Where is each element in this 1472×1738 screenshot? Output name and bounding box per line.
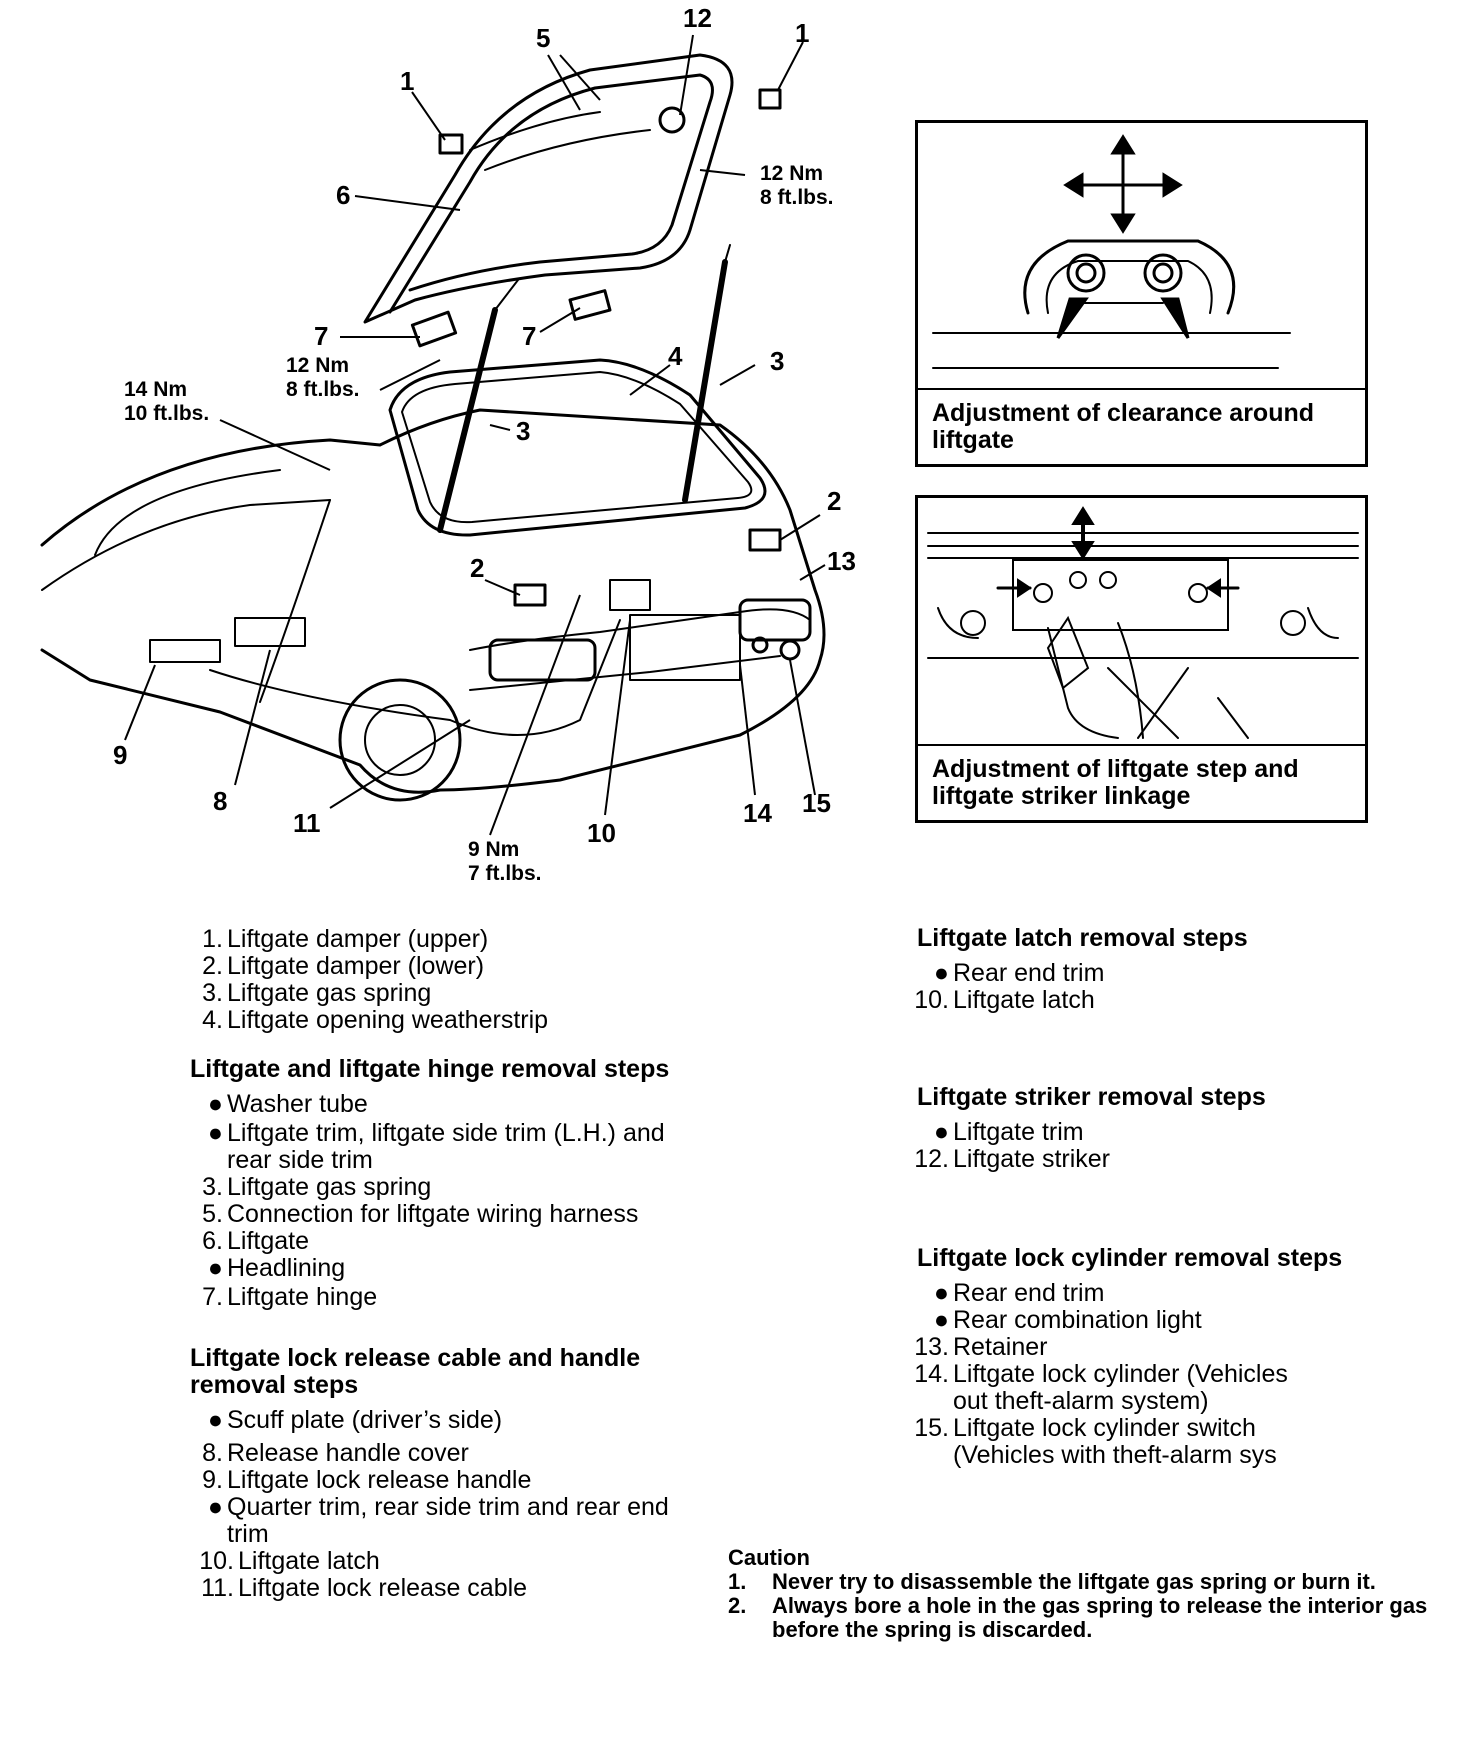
list-item: 15.Liftgate lock cylinder switch (Vehicl… (914, 1414, 1277, 1469)
list-item: ●Rear end trim (933, 959, 1105, 987)
list-item: ●Scuff plate (driver’s side) (207, 1406, 503, 1434)
callout-3-mid: 3 (516, 416, 531, 446)
cable-removal-steps: ●Scuff plate (driver’s side) 8.Release h… (190, 1407, 690, 1602)
torque-hinge-top: 12 Nm 8 ft.lbs. (760, 162, 834, 209)
list-item: ●Rear combination light (933, 1306, 1202, 1334)
callout-3-right: 3 (770, 346, 785, 376)
list-item: ●Quarter trim, rear side trim and rear e… (207, 1493, 669, 1548)
list-item: 3.Liftgate gas spring (202, 1173, 432, 1201)
list-item: 1.Liftgate damper (upper) (202, 925, 489, 953)
torque-latch: 9 Nm 7 ft.lbs. (468, 838, 542, 885)
parts-list: 1.Liftgate damper (upper) 2.Liftgate dam… (190, 926, 690, 1034)
callout-8: 8 (213, 786, 228, 816)
hinge-left (410, 310, 458, 348)
rear-wheel (338, 678, 462, 802)
list-item: 11.Liftgate lock release cable (201, 1574, 528, 1602)
caution-box: Caution 1.Never try to disassemble the l… (728, 1546, 1428, 1642)
release-handle (149, 639, 221, 663)
list-item: 6.Liftgate (202, 1227, 310, 1255)
list-item: 2.Liftgate damper (lower) (202, 952, 485, 980)
weatherstrip (388, 358, 767, 537)
list-item: 10.Liftgate latch (199, 1547, 380, 1575)
list-item: ●Washer tube (207, 1090, 368, 1118)
inset-striker-adjustment: Adjustment of liftgate step and liftgate… (915, 495, 1368, 823)
damper-upper-left (438, 133, 464, 155)
list-item: 5.Connection for liftgate wiring harness (202, 1200, 639, 1228)
damper-upper-right (758, 88, 782, 110)
caution-item: 2.Always bore a hole in the gas spring t… (728, 1593, 1428, 1642)
callout-7-right: 7 (522, 321, 537, 351)
callout-13: 13 (827, 546, 856, 576)
torque-gas-spring: 14 Nm 10 ft.lbs. (124, 378, 210, 425)
list-item: 3.Liftgate gas spring (202, 979, 432, 1007)
heading-hinge-removal: Liftgate and liftgate hinge removal step… (190, 1055, 670, 1083)
tail-light-right (738, 598, 812, 642)
list-item: 10.Liftgate latch (914, 986, 1095, 1014)
damper-lower-mid (513, 583, 547, 607)
inset-caption-striker: Adjustment of liftgate step and liftgate… (918, 744, 1365, 820)
caution-item: 1.Never try to disassemble the liftgate … (728, 1569, 1376, 1594)
latch (609, 579, 651, 611)
caution-title: Caution (728, 1545, 810, 1570)
list-item: 4.Liftgate opening weatherstrip (202, 1006, 549, 1034)
list-item: ●Liftgate trim, liftgate side trim (L.H.… (207, 1119, 665, 1174)
callout-2-mid: 2 (470, 553, 485, 583)
list-item: 14.Liftgate lock cylinder (Vehicles out … (914, 1360, 1288, 1415)
car-body (40, 408, 826, 794)
callout-5: 5 (536, 23, 551, 53)
lock-cylinder-assembly (629, 614, 741, 681)
list-item: 7.Liftgate hinge (202, 1283, 378, 1311)
striker-removal-steps: ●Liftgate trim 12.Liftgate striker (905, 1119, 1405, 1173)
inset-clearance-adjustment: Adjustment of clearance around liftgate (915, 120, 1368, 467)
list-item: 12.Liftgate striker (914, 1145, 1111, 1173)
callout-9: 9 (113, 740, 128, 770)
callout-1-right: 1 (795, 18, 810, 48)
liftgate-frame (363, 53, 734, 324)
striker-illustration (927, 506, 1359, 739)
callout-4: 4 (668, 341, 683, 371)
callout-1-left: 1 (400, 66, 415, 96)
tail-light-left (488, 638, 597, 682)
heading-latch-removal: Liftgate latch removal steps (917, 924, 1248, 952)
liftgate-exploded-view (40, 34, 826, 836)
list-item: 9.Liftgate lock release handle (202, 1466, 532, 1494)
list-item: ●Headlining (207, 1254, 346, 1282)
callout-12: 12 (683, 3, 712, 33)
release-cable (209, 619, 621, 736)
hinge-removal-steps: ●Washer tube ●Liftgate trim, liftgate si… (190, 1091, 690, 1311)
list-item: 8.Release handle cover (202, 1439, 469, 1467)
callout-2-right: 2 (827, 486, 842, 516)
lock-cylinder-removal-steps: ●Rear end trim ●Rear combination light 1… (905, 1280, 1405, 1469)
list-item: ●Rear end trim (933, 1279, 1105, 1307)
inset-caption-clearance: Adjustment of clearance around liftgate (918, 388, 1365, 464)
clearance-illustration (932, 134, 1291, 369)
striker (658, 106, 686, 134)
callout-15: 15 (802, 788, 831, 818)
callout-11: 11 (293, 808, 321, 838)
callout-14: 14 (743, 798, 772, 828)
left-column: 1.Liftgate damper (upper) 2.Liftgate dam… (190, 926, 690, 1602)
callout-10: 10 (587, 818, 616, 848)
heading-cable-removal: Liftgate lock release cable and handle r… (190, 1344, 641, 1399)
list-item: ●Liftgate trim (933, 1118, 1084, 1146)
gas-spring-right (682, 259, 728, 503)
right-column: Liftgate latch removal steps ●Rear end t… (905, 925, 1405, 1469)
damper-lower-right (748, 528, 782, 552)
hinge-right (568, 289, 612, 321)
callout-6: 6 (336, 180, 351, 210)
latch-removal-steps: ●Rear end trim 10.Liftgate latch (905, 960, 1405, 1014)
list-item: 13.Retainer (914, 1333, 1048, 1361)
heading-lock-cylinder-removal: Liftgate lock cylinder removal steps (917, 1244, 1343, 1272)
heading-striker-removal: Liftgate striker removal steps (917, 1083, 1266, 1111)
torque-hinge-mid: 12 Nm 8 ft.lbs. (286, 354, 360, 401)
callout-7-left: 7 (314, 321, 329, 351)
gas-spring-center (437, 307, 498, 533)
